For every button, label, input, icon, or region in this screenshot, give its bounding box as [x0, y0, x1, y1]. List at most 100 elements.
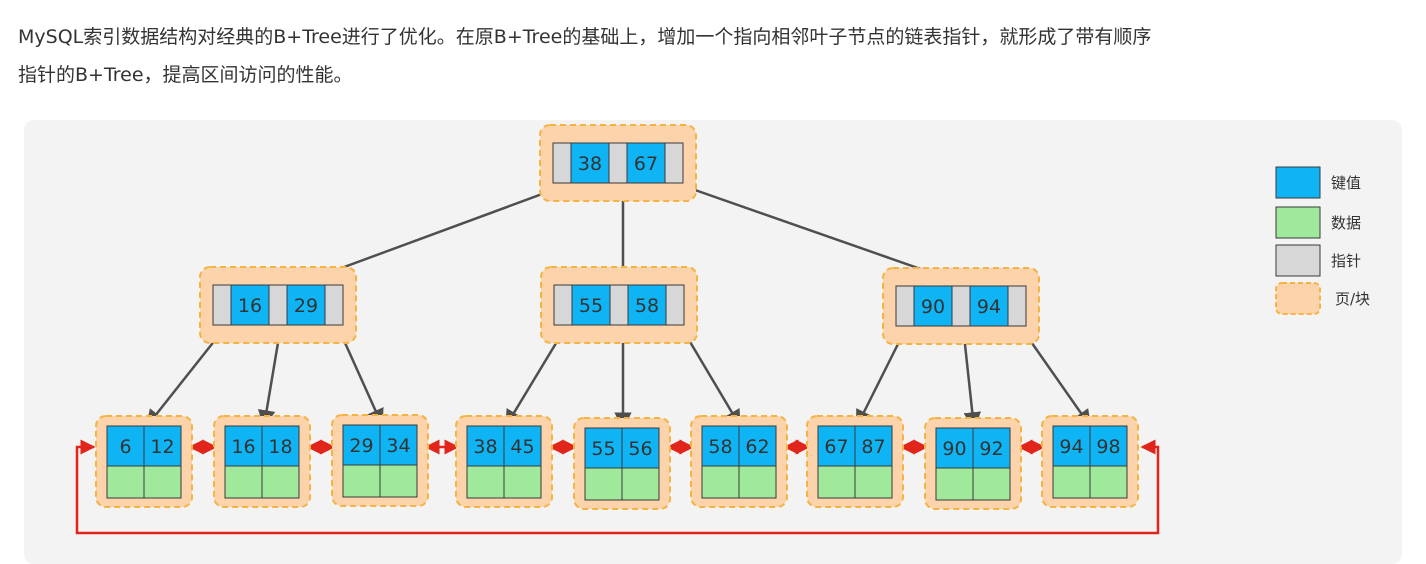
key-cell — [1052, 425, 1091, 467]
key-label: 38 — [578, 153, 602, 175]
legend-label: 指针 — [1331, 252, 1361, 270]
pointer-cell — [268, 284, 288, 326]
data-cell — [106, 465, 145, 499]
legend-label: 键值 — [1331, 174, 1361, 192]
key-label: 67 — [824, 436, 848, 458]
data-cell — [935, 467, 974, 501]
leaf-node: 67 87 — [806, 415, 904, 508]
data-cell — [738, 465, 777, 499]
pointer-cell — [212, 284, 232, 326]
key-cell — [935, 427, 974, 469]
data-cell — [972, 467, 1011, 501]
key-label: 90 — [921, 296, 945, 318]
key-label: 38 — [473, 436, 497, 458]
pointer-cell — [324, 284, 344, 326]
key-cell — [627, 284, 667, 326]
leaf-node: 90 92 — [924, 417, 1022, 510]
key-label: 45 — [510, 436, 534, 458]
key-label: 29 — [349, 435, 373, 457]
key-label: 6 — [119, 436, 131, 458]
legend-item-pointer: 指针 — [1275, 244, 1361, 277]
legend-swatch — [1275, 244, 1321, 277]
data-cell — [224, 465, 263, 499]
pointer-cell — [553, 284, 573, 326]
key-cell — [1089, 425, 1128, 467]
legend-label: 数据 — [1331, 214, 1361, 232]
intro-paragraph: MySQL索引数据结构对经典的B+Tree进行了优化。在原B+Tree的基础上，… — [18, 18, 1408, 94]
leaf-node: 55 56 — [573, 417, 671, 510]
key-label: 98 — [1096, 436, 1120, 458]
key-cell — [738, 425, 777, 467]
key-label: 16 — [231, 436, 255, 458]
leaf-node: 94 98 — [1041, 415, 1139, 508]
key-label: 58 — [635, 295, 659, 317]
key-label: 94 — [977, 296, 1001, 318]
data-cell — [701, 465, 740, 499]
key-label: 62 — [745, 436, 769, 458]
key-label: 87 — [861, 436, 885, 458]
key-cell — [571, 284, 611, 326]
legend-label: 页/块 — [1335, 290, 1370, 308]
leaf-links — [75, 439, 1160, 535]
key-label: 16 — [238, 295, 262, 317]
internal-node: 55 58 — [540, 266, 698, 344]
key-label: 34 — [386, 435, 410, 457]
key-label: 56 — [628, 438, 652, 460]
data-cell — [1052, 465, 1091, 499]
key-label: 92 — [979, 438, 1003, 460]
key-label: 94 — [1059, 436, 1083, 458]
data-cell — [503, 465, 542, 499]
data-cell — [584, 467, 623, 501]
key-label: 67 — [634, 153, 658, 175]
legend-item-data: 数据 — [1275, 206, 1361, 239]
legend-swatch — [1275, 206, 1321, 239]
key-label: 55 — [591, 438, 615, 460]
data-cell — [379, 464, 418, 498]
intro-line-2: 指针的B+Tree，提高区间访问的性能。 — [18, 64, 353, 86]
leaf-node: 38 45 — [455, 415, 553, 508]
leaf-node: 29 34 — [331, 414, 429, 507]
pointer-cell — [1007, 285, 1027, 327]
key-cell — [143, 425, 182, 467]
internal-node: 90 94 — [882, 267, 1040, 345]
key-cell — [230, 284, 270, 326]
data-cell — [342, 464, 381, 498]
pointer-cell — [608, 142, 628, 184]
key-label: 58 — [708, 436, 732, 458]
key-cell — [570, 142, 610, 184]
key-label: 29 — [294, 295, 318, 317]
data-cell — [854, 465, 893, 499]
data-cell — [143, 465, 182, 499]
leaf-node: 58 62 — [690, 415, 788, 508]
pointer-cell — [552, 142, 572, 184]
key-cell — [626, 142, 666, 184]
key-cell — [701, 425, 740, 467]
pointer-cell — [609, 284, 629, 326]
data-cell — [1089, 465, 1128, 499]
legend-swatch — [1275, 166, 1321, 199]
key-cell — [621, 427, 660, 469]
legend-swatch — [1275, 282, 1321, 315]
key-cell — [261, 425, 300, 467]
key-label: 90 — [942, 438, 966, 460]
legend-item-page: 页/块 — [1275, 282, 1370, 315]
key-label: 55 — [579, 295, 603, 317]
intro-line-1: MySQL索引数据结构对经典的B+Tree进行了优化。在原B+Tree的基础上，… — [18, 26, 1152, 48]
key-cell — [286, 284, 326, 326]
root-node: 38 67 — [539, 124, 697, 202]
pointer-cell — [665, 284, 685, 326]
key-label: 18 — [268, 436, 292, 458]
key-cell — [969, 285, 1009, 327]
key-cell — [503, 425, 542, 467]
pointer-cell — [664, 142, 684, 184]
key-cell — [913, 285, 953, 327]
data-cell — [466, 465, 505, 499]
data-cell — [261, 465, 300, 499]
data-cell — [621, 467, 660, 501]
